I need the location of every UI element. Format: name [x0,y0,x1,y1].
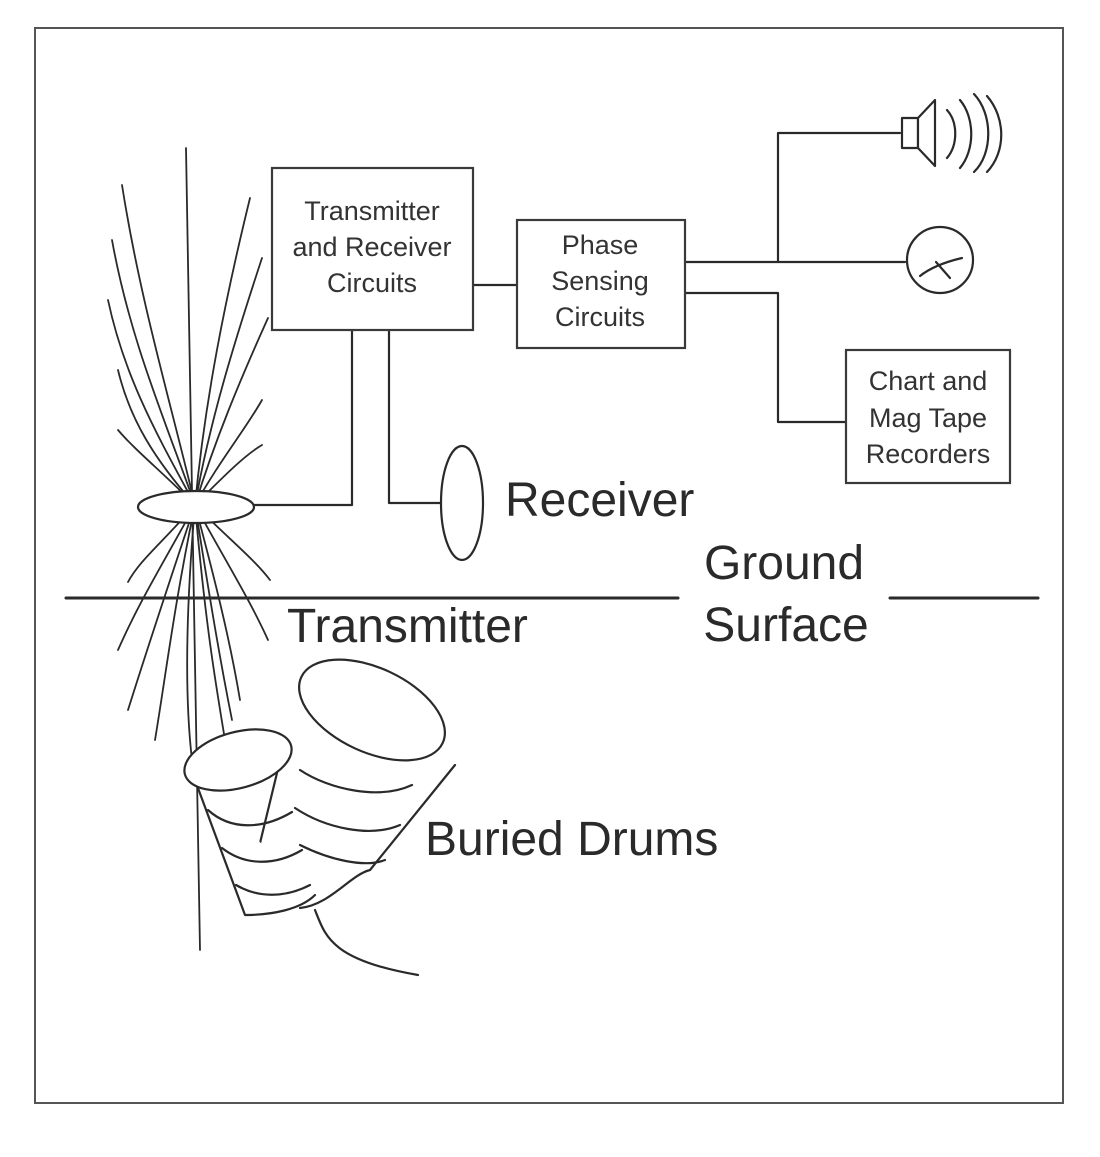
recorders-line-3: Recorders [866,439,991,469]
ground-label: Ground [704,537,864,590]
tr-circuits-box [270,166,475,332]
tr-circuits-line-1: Transmitter [304,196,440,226]
buried-drums-label: Buried Drums [425,813,718,866]
surface-label: Surface [703,599,868,652]
receiver-label: Receiver [505,474,694,527]
tr-circuits-line-2: and Receiver [292,232,451,262]
phase-circuits-box [515,218,687,350]
tr-circuits-line-3: Circuits [327,268,417,298]
transmitter-coil [136,489,256,525]
meter-icon [905,225,975,295]
recorders-line-1: Chart and [869,366,988,396]
diagram-frame [34,27,1064,1104]
recorders-line-2: Mag Tape [869,403,987,433]
phase-circuits-line-3: Circuits [555,302,645,332]
buried-drums-drawing [183,658,457,977]
recorders-box [844,348,1012,485]
transmitter-label: Transmitter [287,600,528,653]
wiring [252,131,907,507]
receiver-coil [439,444,485,562]
phase-circuits-line-1: Phase [562,230,639,260]
speaker-icon [900,92,1003,174]
phase-circuits-line-2: Sensing [551,266,649,296]
